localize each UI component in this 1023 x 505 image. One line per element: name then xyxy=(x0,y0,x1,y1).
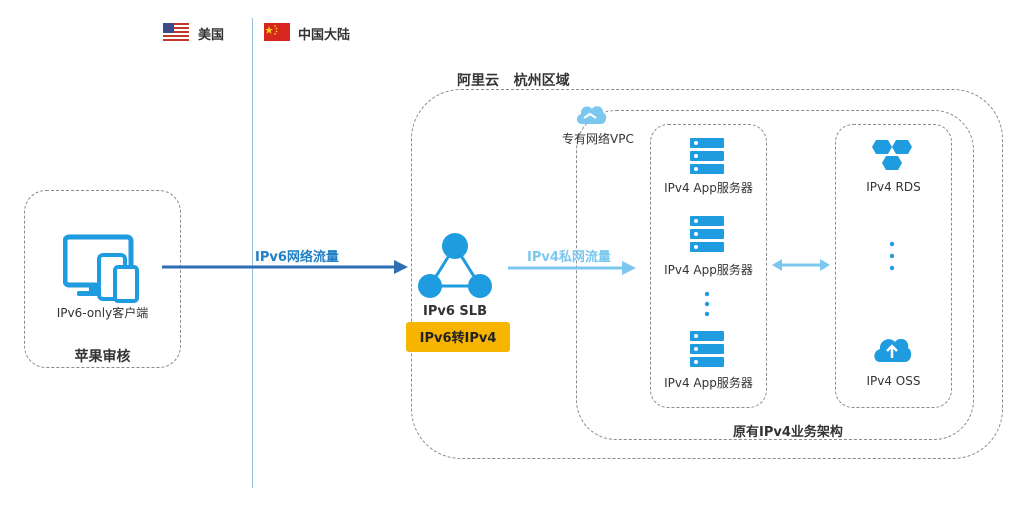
ellipsis-vertical-icon xyxy=(889,241,895,271)
server-label: IPv4 App服务器 xyxy=(664,181,753,195)
server-icon xyxy=(690,138,724,174)
vpc-label: 专有网络VPC xyxy=(562,132,634,146)
rds-label: IPv4 RDS xyxy=(866,180,921,194)
ipv6-traffic-arrow xyxy=(162,260,408,274)
multi-device-icon xyxy=(63,234,139,303)
oss-label: IPv4 OSS xyxy=(866,374,921,388)
service-group-box xyxy=(835,124,952,408)
us-flag-icon xyxy=(163,23,189,41)
region-divider xyxy=(252,18,253,488)
server-label: IPv4 App服务器 xyxy=(664,263,753,277)
server-group-box xyxy=(650,124,767,408)
ellipsis-vertical-icon xyxy=(704,291,710,317)
ipv4-private-arrow xyxy=(508,261,636,275)
server-label: IPv4 App服务器 xyxy=(664,376,753,390)
slb-label: IPv6 SLB xyxy=(423,304,487,319)
region-label-china: 中国大陆 xyxy=(298,28,351,43)
ipv4-private-label: IPv4私网流量 xyxy=(527,250,611,265)
client-group-label: 苹果审核 xyxy=(74,349,131,365)
server-icon xyxy=(690,216,724,252)
client-group-box xyxy=(24,190,181,368)
cloud-region-box xyxy=(411,89,1003,459)
server-icon xyxy=(690,331,724,367)
architecture-label: 原有IPv4业务架构 xyxy=(733,425,843,440)
china-flag-icon xyxy=(264,23,290,41)
slb-badge: IPv6转IPv4 xyxy=(406,322,510,352)
ipv6-traffic-label: IPv6网络流量 xyxy=(255,250,339,265)
cloud-region-label: 阿里云 杭州区域 xyxy=(457,73,570,89)
client-label: IPv6-only客户端 xyxy=(56,306,149,320)
oss-upload-icon xyxy=(874,338,912,362)
slb-badge-label: IPv6转IPv4 xyxy=(419,331,497,346)
region-label-usa: 美国 xyxy=(198,28,225,43)
bidirectional-arrow xyxy=(772,259,830,271)
cloud-icon xyxy=(576,106,607,124)
slb-icon xyxy=(418,233,492,298)
vpc-box xyxy=(576,110,974,440)
database-rds-icon xyxy=(872,140,912,170)
